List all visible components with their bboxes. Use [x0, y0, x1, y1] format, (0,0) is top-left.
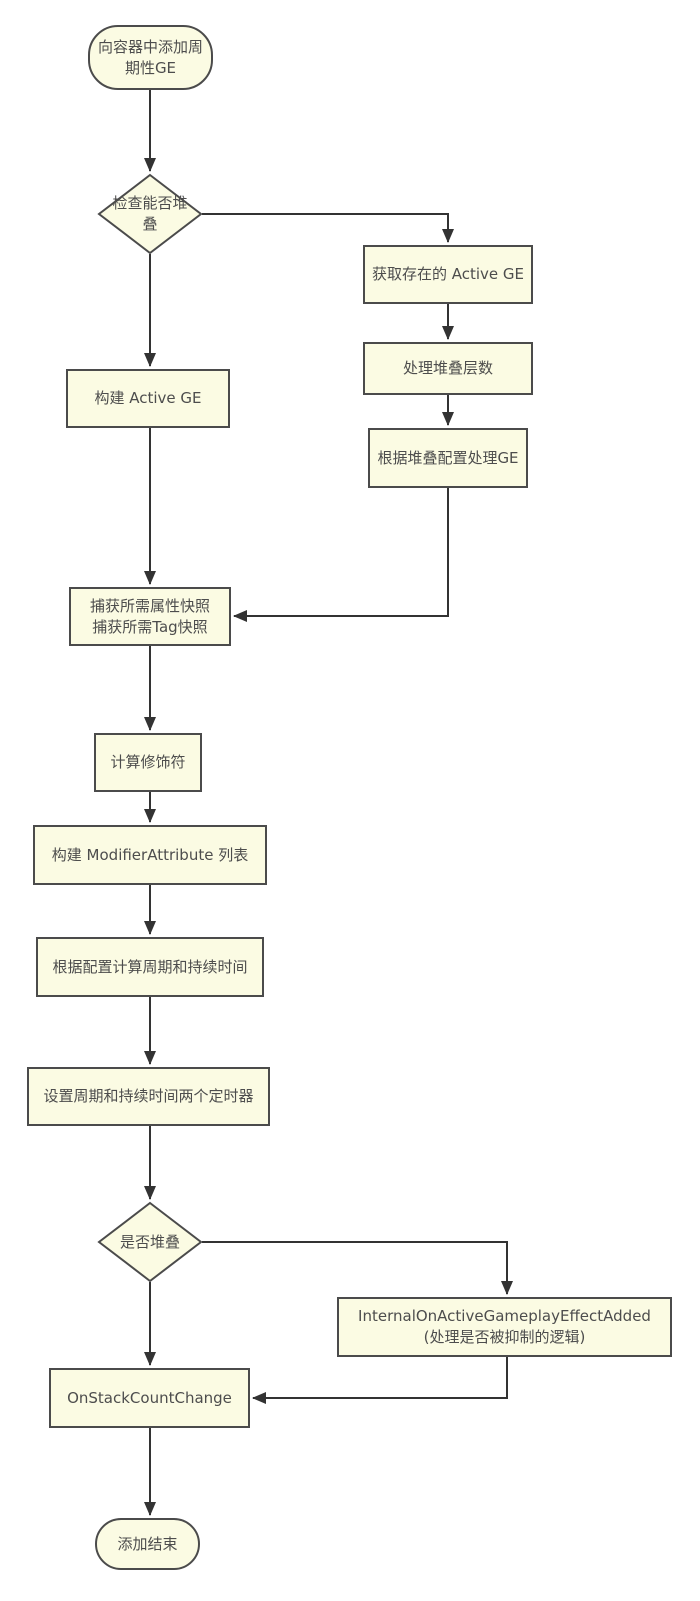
node-end-label: 添加结束 — [117, 1534, 178, 1553]
node-build-modifier-list-label: 构建 ModifierAttribute 列表 — [51, 845, 249, 864]
node-internal-on-added: InternalOnActiveGameplayEffectAdded (处理是… — [337, 1297, 672, 1357]
node-get-active-ge-label: 获取存在的 Active GE — [371, 265, 525, 284]
node-start-label: 向容器中添加周 期性GE — [97, 37, 203, 77]
node-handle-by-config: 根据堆叠配置处理GE — [368, 428, 528, 488]
node-calc-modifiers: 计算修饰符 — [94, 733, 202, 792]
node-calc-modifiers-label: 计算修饰符 — [110, 753, 186, 772]
node-handle-by-config-label: 根据堆叠配置处理GE — [377, 448, 519, 467]
node-handle-stack-count: 处理堆叠层数 — [363, 342, 533, 395]
node-capture-snapshots-label: 捕获所需属性快照 捕获所需Tag快照 — [89, 596, 210, 636]
node-on-stack-count-change: OnStackCountChange — [49, 1368, 250, 1428]
node-decision-is-stacking: 是否堆叠 — [97, 1201, 203, 1283]
node-handle-stack-count-label: 处理堆叠层数 — [402, 359, 493, 378]
node-decision-is-stacking-label: 是否堆叠 — [119, 1232, 180, 1251]
node-set-timers: 设置周期和持续时间两个定时器 — [27, 1067, 270, 1126]
node-decision-check-stack: 检查能否堆 叠 — [97, 173, 203, 255]
node-start: 向容器中添加周 期性GE — [88, 25, 213, 90]
node-build-modifier-list: 构建 ModifierAttribute 列表 — [33, 825, 267, 885]
node-calc-period-duration-label: 根据配置计算周期和持续时间 — [52, 957, 248, 976]
node-internal-on-added-label: InternalOnActiveGameplayEffectAdded (处理是… — [358, 1307, 651, 1346]
diamond-shape — [97, 173, 203, 255]
node-on-stack-count-change-label: OnStackCountChange — [67, 1388, 232, 1407]
node-build-active-ge: 构建 Active GE — [66, 369, 230, 428]
diamond-shape — [97, 1201, 203, 1283]
edge-handle-by-config-to-capture-snapshots — [233, 488, 449, 622]
node-get-active-ge: 获取存在的 Active GE — [363, 245, 533, 304]
edge-internal-on-added-to-on-stack-count-change — [252, 1357, 508, 1404]
node-calc-period-duration: 根据配置计算周期和持续时间 — [36, 937, 264, 997]
edge-is-stacking-to-internal-on-added — [202, 1241, 513, 1295]
node-build-active-ge-label: 构建 Active GE — [94, 389, 202, 408]
node-capture-snapshots: 捕获所需属性快照 捕获所需Tag快照 — [69, 587, 231, 646]
edge-check-stack-to-get-active-ge — [202, 213, 454, 243]
node-end: 添加结束 — [95, 1518, 200, 1570]
node-decision-check-stack-label: 检查能否堆 叠 — [112, 194, 188, 233]
node-set-timers-label: 设置周期和持续时间两个定时器 — [43, 1087, 254, 1106]
